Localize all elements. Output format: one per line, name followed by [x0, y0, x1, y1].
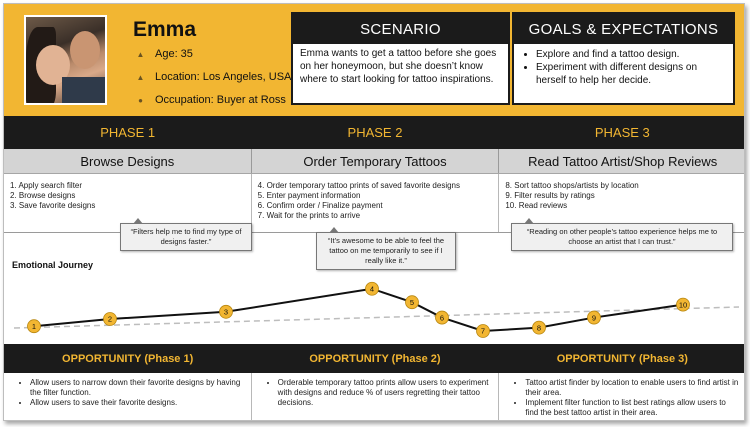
- journey-point: 10: [676, 297, 690, 312]
- persona-name: Emma: [133, 18, 197, 41]
- journey-marker-label: 1: [32, 322, 36, 331]
- opportunity-item: Orderable temporary tattoo prints allow …: [278, 378, 493, 408]
- step-item: 6. Confirm order / Finalize payment: [257, 201, 383, 210]
- journey-chart: 1 2 3 4 5 6 7 8 9 10: [13, 281, 740, 338]
- phase-2-label: PHASE 2: [347, 125, 403, 140]
- journey-marker: [476, 324, 490, 338]
- opportunity-item: Implement filter function to list best r…: [525, 398, 740, 418]
- phase-3-label: PHASE 3: [594, 125, 650, 140]
- journey-marker-label: 6: [440, 313, 444, 322]
- phase-2-name: Order Temporary Tattoos: [250, 149, 499, 173]
- journey-point: 6: [435, 310, 449, 325]
- phase-2-steps: 4. Order temporary tattoo prints of save…: [250, 174, 499, 232]
- phase-1-quote: “Filters help me to find my type of desi…: [120, 218, 252, 251]
- journey-point: 7: [476, 324, 490, 338]
- opportunity-item: Tattoo artist finder by location to enab…: [525, 378, 740, 398]
- triangle-icon: ▲: [136, 72, 145, 82]
- journey-marker: [103, 312, 117, 326]
- phase-3-quote: “Reading on other people’s tattoo experi…: [511, 218, 733, 251]
- scenario-text: Emma wants to get a tattoo before she go…: [300, 48, 497, 85]
- goal-item: Experiment with different designs on her…: [536, 61, 727, 87]
- journey-marker-label: 2: [108, 315, 112, 324]
- persona-occupation: ● Occupation: Buyer at Ross: [136, 94, 286, 106]
- phase-3-steps: 8. Sort tattoo shops/artists by location…: [498, 174, 744, 232]
- opportunity-2-title: OPPORTUNITY (Phase 2): [309, 352, 441, 365]
- journey-point: 5: [405, 295, 419, 310]
- step-item: 2. Browse designs: [10, 191, 76, 200]
- step-item: 8. Sort tattoo shops/artists by location: [505, 181, 639, 190]
- phase-names: Browse Designs Order Temporary Tattoos R…: [4, 149, 744, 174]
- opportunity-bar: OPPORTUNITY (Phase 1) OPPORTUNITY (Phase…: [4, 344, 744, 373]
- journey-marker-label: 7: [481, 327, 485, 336]
- journey-point: 3: [219, 304, 233, 319]
- opportunity-item: Allow users to narrow down their favorit…: [30, 378, 245, 398]
- opportunity-item: Allow users to save their favorite desig…: [30, 398, 245, 408]
- triangle-icon: ▲: [136, 49, 145, 59]
- opportunity-1-title: OPPORTUNITY (Phase 1): [62, 352, 194, 365]
- goals-panel: GOALS & EXPECTATIONS Explore and find a …: [512, 12, 735, 105]
- journey-point: 2: [103, 312, 117, 326]
- phase-2-quote: “It’s awesome to be able to feel the tat…: [316, 227, 456, 270]
- opportunity-2-list: Orderable temporary tattoo prints allow …: [250, 373, 499, 420]
- journey-line: [33, 287, 684, 333]
- step-item: 7. Wait for the prints to arrive: [257, 211, 361, 220]
- persona-photo: [24, 15, 107, 105]
- journey-marker: [676, 297, 690, 312]
- step-item: 10. Read reviews: [505, 201, 568, 210]
- persona-age: ▲ Age: 35: [136, 48, 193, 60]
- journey-title: Emotional Journey: [12, 260, 94, 270]
- scenario-panel: SCENARIO Emma wants to get a tattoo befo…: [291, 12, 510, 105]
- step-item: 3. Save favorite designs: [10, 201, 96, 210]
- journey-point: 4: [365, 281, 379, 296]
- journey-marker: [587, 310, 601, 325]
- goals-list: Explore and find a tattoo design. Experi…: [514, 44, 733, 87]
- journey-map: Emma ▲ Age: 35 ▲ Location: Los Angeles, …: [3, 3, 745, 421]
- phase-1-name: Browse Designs: [80, 153, 175, 169]
- phase-steps: 1. Apply search filter 2. Browse designs…: [4, 174, 744, 232]
- scenario-title: SCENARIO: [293, 14, 508, 44]
- journey-marker-label: 9: [592, 313, 596, 322]
- step-item: 4. Order temporary tattoo prints of save…: [257, 181, 460, 190]
- step-item: 1. Apply search filter: [10, 181, 83, 190]
- journey-marker-label: 3: [224, 308, 228, 317]
- goal-item: Explore and find a tattoo design.: [536, 48, 727, 61]
- journey-marker-label: 4: [370, 284, 374, 293]
- journey-point: 1: [27, 319, 41, 334]
- persona-location: ▲ Location: Los Angeles, USA: [136, 71, 292, 83]
- journey-point: 8: [532, 320, 546, 335]
- step-item: 9. Filter results by ratings: [505, 191, 595, 200]
- phase-3-name: Read Tattoo Artist/Shop Reviews: [498, 149, 744, 173]
- journey-marker: [27, 319, 41, 334]
- opportunity-1-list: Allow users to narrow down their favorit…: [4, 373, 251, 420]
- phase-1-steps: 1. Apply search filter 2. Browse designs…: [4, 174, 251, 232]
- journey-marker: [435, 310, 449, 325]
- persona-header: Emma ▲ Age: 35 ▲ Location: Los Angeles, …: [4, 4, 744, 116]
- phase-1-label: PHASE 1: [100, 125, 156, 140]
- goals-title: GOALS & EXPECTATIONS: [514, 14, 733, 44]
- journey-marker: [405, 295, 419, 310]
- journey-marker-label: 8: [537, 323, 541, 332]
- opportunity-3-title: OPPORTUNITY (Phase 3): [556, 352, 688, 365]
- opportunity-3-list: Tattoo artist finder by location to enab…: [498, 373, 744, 420]
- journey-marker: [532, 320, 546, 335]
- journey-marker-label: 10: [679, 300, 687, 309]
- journey-marker: [365, 281, 379, 296]
- journey-marker: [219, 304, 233, 319]
- step-item: 5. Enter payment information: [257, 191, 361, 200]
- opportunity-body: Allow users to narrow down their favorit…: [4, 373, 744, 420]
- dot-icon: ●: [138, 95, 143, 105]
- phase-bar: PHASE 1 PHASE 2 PHASE 3: [4, 116, 744, 149]
- journey-point: 9: [587, 310, 601, 325]
- journey-baseline: [13, 306, 740, 329]
- journey-marker-label: 5: [410, 298, 414, 307]
